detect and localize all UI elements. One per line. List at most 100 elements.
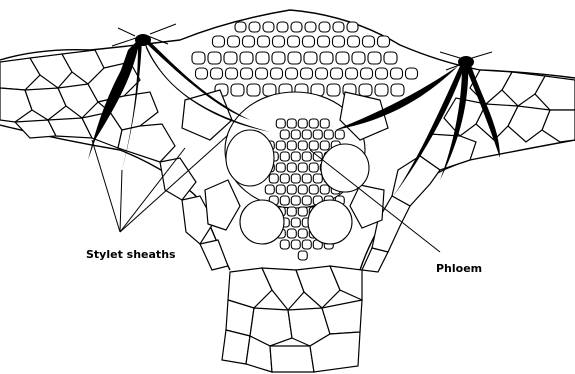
ridge-cell xyxy=(271,68,283,79)
ridge-cell xyxy=(361,68,373,79)
ridge-cell xyxy=(263,22,274,32)
ridge-cell xyxy=(375,84,388,96)
lower-mesophyll-cells xyxy=(222,266,362,372)
ridge-cell xyxy=(346,68,358,79)
ridge-cell xyxy=(291,22,302,32)
ridge-cell xyxy=(288,36,300,47)
bundle-cell xyxy=(269,174,278,183)
ridge-cell xyxy=(359,84,372,96)
ridge-cell xyxy=(352,52,365,64)
bundle-cell xyxy=(280,240,289,249)
bundle-cell xyxy=(287,185,296,194)
ridge-cell xyxy=(348,36,360,47)
ridge-cell xyxy=(258,36,270,47)
ridge-cell xyxy=(247,84,260,96)
ridge-cell xyxy=(368,52,381,64)
bundle-cell xyxy=(320,141,329,150)
ridge-cell xyxy=(243,36,255,47)
bundle-cell xyxy=(276,141,285,150)
ridge-cell xyxy=(363,36,375,47)
ridge-cell xyxy=(376,68,388,79)
ridge-cell xyxy=(228,36,240,47)
ridge-cell xyxy=(272,52,285,64)
bundle-cell xyxy=(320,185,329,194)
ridge-cell xyxy=(391,68,403,79)
bundle-cell xyxy=(298,229,307,238)
bundle-cell xyxy=(280,130,289,139)
ridge-cell xyxy=(301,68,313,79)
ridge-cell xyxy=(316,68,328,79)
ridge-cell xyxy=(288,52,301,64)
bundle-cell xyxy=(324,130,333,139)
bundle-cell xyxy=(291,218,300,227)
bundle-cell xyxy=(287,163,296,172)
bundle-cell xyxy=(309,141,318,150)
bundle-cell xyxy=(291,174,300,183)
xylem-vessel-lower-right xyxy=(308,200,352,244)
ridge-cell xyxy=(277,22,288,32)
ridge-cell xyxy=(249,22,260,32)
bundle-cell xyxy=(287,229,296,238)
bundle-cell xyxy=(287,207,296,216)
bundle-cell xyxy=(298,119,307,128)
bundle-cell xyxy=(302,196,311,205)
ridge-cell xyxy=(256,52,269,64)
bundle-cell xyxy=(320,119,329,128)
ridge-cell xyxy=(305,22,316,32)
bundle-cell xyxy=(313,130,322,139)
bundle-cell xyxy=(276,163,285,172)
label-stylet-sheaths: Stylet sheaths xyxy=(86,248,176,261)
bundle-cell xyxy=(291,240,300,249)
bundle-cell xyxy=(276,119,285,128)
bundle-cell xyxy=(298,141,307,150)
ridge-cell xyxy=(391,84,404,96)
ridge-cell xyxy=(347,22,358,32)
ridge-cell xyxy=(240,52,253,64)
bundle-cell xyxy=(298,207,307,216)
bundle-cell xyxy=(302,152,311,161)
bundle-cell xyxy=(265,185,274,194)
ridge-cell xyxy=(331,68,343,79)
ridge-cell xyxy=(319,22,330,32)
bundle-cell xyxy=(309,185,318,194)
xylem-vessel-right xyxy=(321,144,369,192)
mesophyll-cells-right xyxy=(362,70,575,272)
ridge-cell xyxy=(213,36,225,47)
ridge-thick-walled-cells xyxy=(192,22,418,96)
ridge-cell xyxy=(211,68,223,79)
ridge-cell xyxy=(224,52,237,64)
ridge-cell xyxy=(318,36,330,47)
ridge-cell xyxy=(286,68,298,79)
bundle-cell xyxy=(309,119,318,128)
bundle-cell xyxy=(280,152,289,161)
ridge-cell xyxy=(406,68,418,79)
bundle-cell xyxy=(313,174,322,183)
ridge-cell xyxy=(256,68,268,79)
bundle-cell xyxy=(291,196,300,205)
bundle-cell xyxy=(276,185,285,194)
ridge-cell xyxy=(231,84,244,96)
ridge-cell xyxy=(208,52,221,64)
ridge-cell xyxy=(327,84,340,96)
ridge-cell xyxy=(196,68,208,79)
bundle-cell xyxy=(287,141,296,150)
ridge-cell xyxy=(333,22,344,32)
bundle-cell xyxy=(287,119,296,128)
bundle-cell xyxy=(298,185,307,194)
ridge-cell xyxy=(192,52,205,64)
bundle-cell xyxy=(280,174,289,183)
ridge-cell xyxy=(273,36,285,47)
ridge-cell xyxy=(378,36,390,47)
ridge-cell xyxy=(226,68,238,79)
ridge-cell xyxy=(303,36,315,47)
bundle-cell xyxy=(298,163,307,172)
bundle-cell xyxy=(291,152,300,161)
label-phloem: Phloem xyxy=(436,262,482,275)
ridge-cell xyxy=(333,36,345,47)
xylem-vessel-lower-left xyxy=(240,200,284,244)
bundle-cell xyxy=(302,240,311,249)
ridge-cell xyxy=(304,52,317,64)
bundle-cell xyxy=(280,196,289,205)
